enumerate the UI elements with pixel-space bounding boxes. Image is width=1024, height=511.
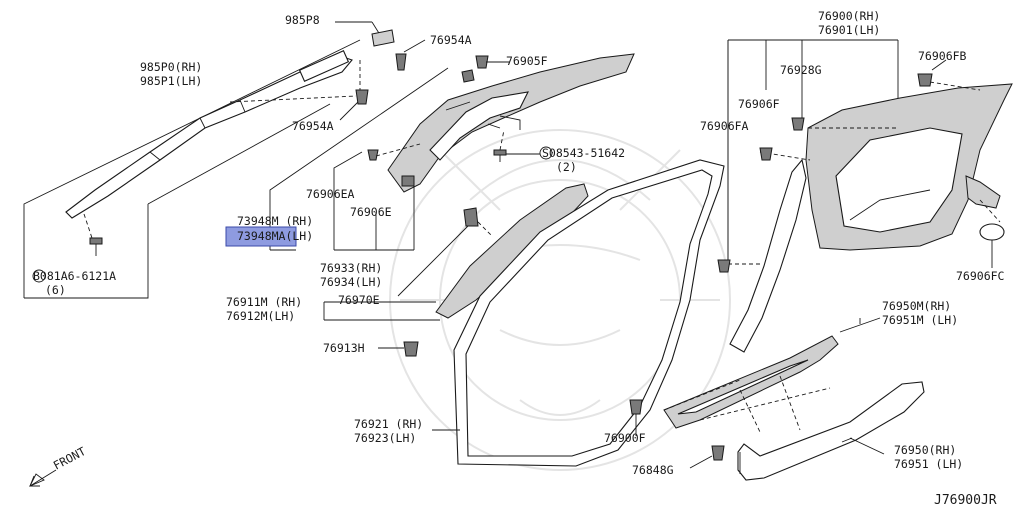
quarter-bracket <box>965 175 1001 209</box>
label-76906FB: 76906FB <box>918 49 967 63</box>
inflator <box>298 50 350 82</box>
label-08543: S08543-51642 <box>542 146 625 160</box>
clip-76913H <box>403 341 419 357</box>
label-08543-qty: (2) <box>556 160 577 174</box>
label-76906FC: 76906FC <box>956 269 1005 283</box>
kicking-plate-76950M <box>663 335 839 429</box>
clip-76906EA <box>367 149 379 161</box>
label-76950M: 76950M(RH) <box>882 299 951 313</box>
label-76921: 76921 (RH) <box>354 417 423 431</box>
clip-76848G <box>711 445 725 461</box>
front-arrow-icon <box>29 469 57 487</box>
pillar-clip <box>401 175 415 187</box>
label-76911M: 76911M (RH) <box>226 295 302 309</box>
pillar-trim-group <box>269 53 635 251</box>
label-76951M: 76951M (LH) <box>882 313 958 327</box>
label-76912M: 76912M(LH) <box>226 309 295 323</box>
sill-trim-76950 <box>737 381 925 481</box>
label-76954A-mid: 76954A <box>292 119 334 133</box>
clip-76906FB <box>917 73 933 87</box>
label-76906F: 76906F <box>738 97 780 111</box>
label-76900F: 76900F <box>604 431 646 445</box>
label-76934: 76934(LH) <box>320 275 382 289</box>
top-clips <box>335 21 426 121</box>
label-76913H: 76913H <box>323 341 365 355</box>
clip-76905F-b <box>475 55 489 69</box>
label-985P1: 985P1(LH) <box>140 74 202 88</box>
label-985P0: 985P0(RH) <box>140 60 202 74</box>
label-76900RH: 76900(RH) <box>818 9 880 23</box>
label-76906FA: 76906FA <box>700 119 749 133</box>
label-76954A-top: 76954A <box>430 33 472 47</box>
label-73948MA: 73948MA(LH) <box>237 229 313 243</box>
door-weatherstrip <box>453 159 725 467</box>
front-label: FRONT <box>51 444 88 473</box>
bracket-985P8 <box>371 29 395 47</box>
sill-group <box>629 317 925 481</box>
label-76901LH: 76901(LH) <box>818 23 880 37</box>
label-985P8: 985P8 <box>285 13 320 27</box>
pillar-trim <box>387 53 635 193</box>
bolt-icon <box>89 237 103 256</box>
clip-76900F <box>629 399 643 415</box>
quarter-trim-group <box>717 39 1013 353</box>
clip-76906FA <box>759 147 773 161</box>
label-081A6: B081A6-6121A <box>33 269 116 283</box>
lower-pillar-trim <box>435 183 589 319</box>
label-76950: 76950(RH) <box>894 443 956 457</box>
highlight-73948MA <box>225 226 297 247</box>
label-76905F: 76905F <box>506 54 548 68</box>
clip-76954A-top <box>395 53 407 71</box>
label-76848G: 76848G <box>632 463 674 477</box>
clip-76906FC <box>979 223 1005 241</box>
clip-76970E <box>463 207 479 227</box>
clip-76905F-a <box>461 69 475 83</box>
door-seal-group <box>323 159 725 467</box>
label-081A6-qty: (6) <box>45 283 66 297</box>
label-76951: 76951 (LH) <box>894 457 963 471</box>
label-76970E: 76970E <box>338 293 380 307</box>
label-76923: 76923(LH) <box>354 431 416 445</box>
clip-76906FA-b <box>717 259 731 273</box>
label-76906EA: 76906EA <box>306 187 355 201</box>
label-73948M: 73948M (RH) <box>237 214 313 228</box>
clip-76954A-mid <box>355 89 369 105</box>
c-pillar-strip <box>729 158 807 353</box>
screw-icon <box>493 129 540 162</box>
curtain-airbag <box>65 55 353 219</box>
diagram-id: J76900JR <box>934 493 997 508</box>
label-76933: 76933(RH) <box>320 261 382 275</box>
label-76928G: 76928G <box>780 63 822 77</box>
clip-76906F <box>791 117 805 131</box>
airbag-group <box>23 39 361 299</box>
label-76906E: 76906E <box>350 205 392 219</box>
